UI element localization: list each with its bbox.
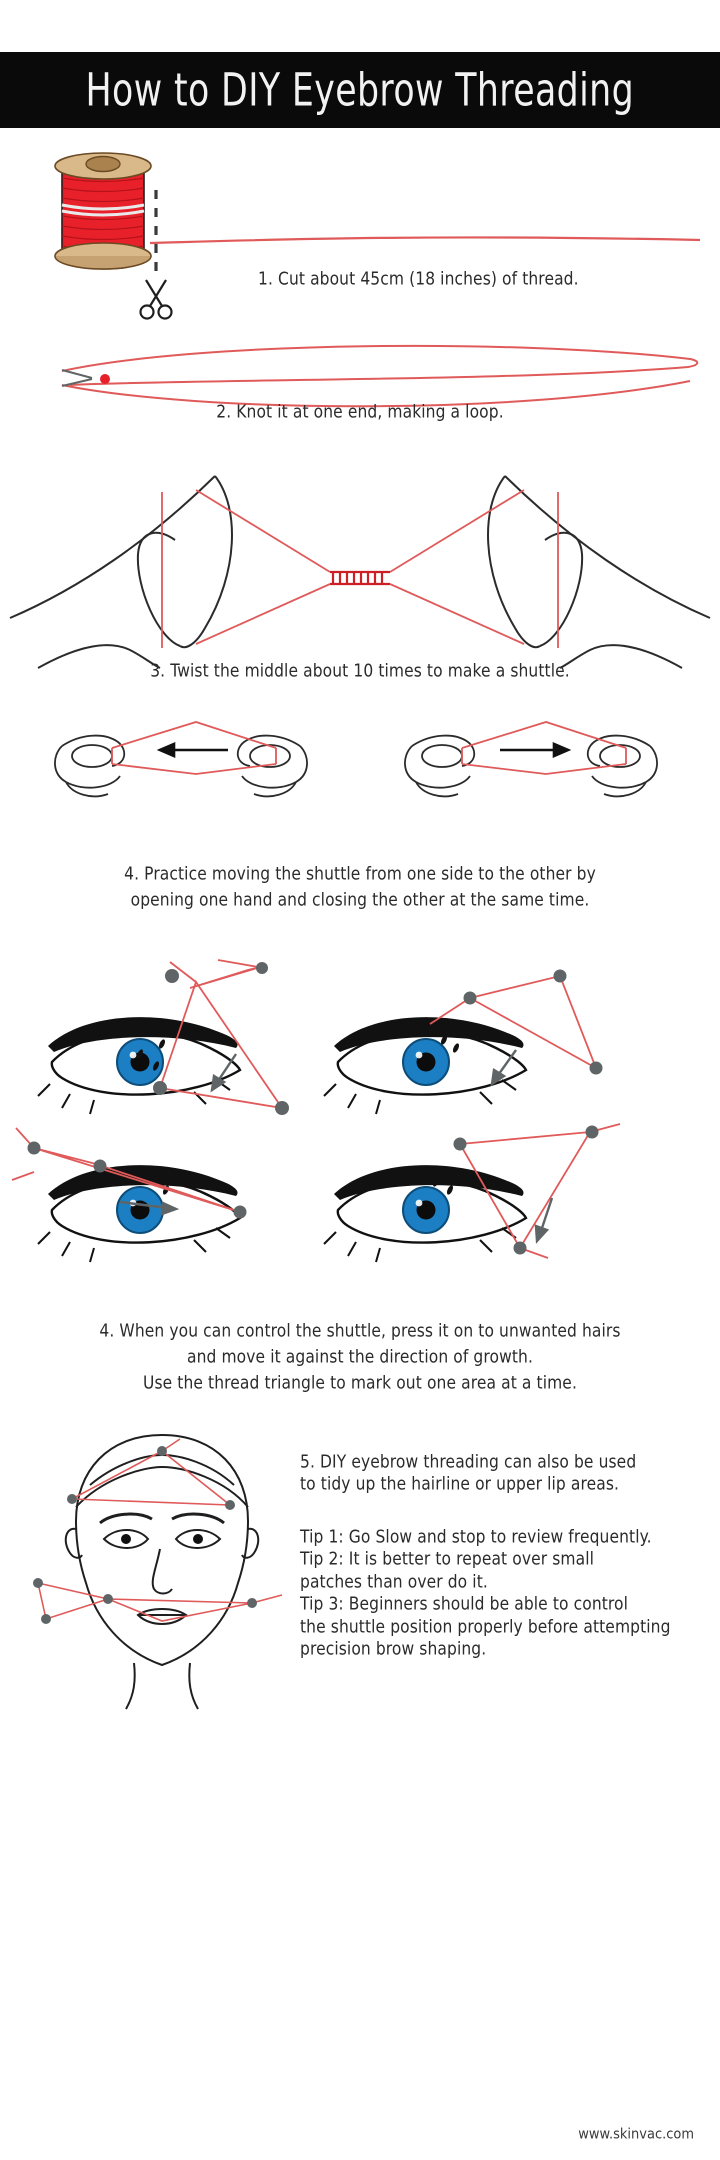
step-1-section: 1. Cut about 45cm (18 inches) of thread. [0, 128, 720, 323]
thread-tail-lower-icon [61, 378, 93, 387]
eye-bottom-left-icon [36, 1163, 242, 1264]
hands-shuttle-left-icon [54, 721, 308, 798]
footer-url[interactable]: www.skinvac.com [578, 2126, 694, 2143]
step-1-illustration [54, 152, 701, 320]
tip-2-line-2: patches than over do it. [300, 1571, 488, 1592]
triangle-nodes-bottom-left-icon [27, 1141, 247, 1219]
eye-bottom-right-icon [322, 1163, 528, 1264]
step-5b-line-1: 5. DIY eyebrow threading can also be use… [300, 1451, 637, 1473]
step-5-section: 4. When you can control the shuttle, pre… [0, 958, 720, 1423]
step-4-caption-line-1: 4. Practice moving the shuttle from one … [124, 863, 596, 885]
thread-loop-icon [61, 344, 699, 408]
right-hand-icon [487, 475, 711, 669]
step-3-caption: 3. Twist the middle about 10 times to ma… [150, 660, 570, 682]
face-thread-upperlip-icon [37, 1582, 283, 1622]
arrow-right-icon [500, 742, 572, 758]
thread-triangle-top-left-icon [158, 959, 284, 1110]
face-thread-hairline-icon [71, 1438, 233, 1506]
twisted-shuttle-icon [330, 570, 390, 586]
step-2-illustration [61, 344, 699, 408]
step-3-illustration [9, 475, 711, 669]
step-5b-line-2: to tidy up the hairline or upper lip are… [300, 1474, 620, 1495]
step-1-caption: 1. Cut about 45cm (18 inches) of thread. [258, 268, 579, 290]
hands-shuttle-right-icon [404, 721, 658, 798]
scissors-icon [139, 279, 173, 320]
face-thread-nodes-icon [33, 1446, 257, 1624]
triangle-nodes-top-right-icon [463, 969, 603, 1075]
final-section: 5. DIY eyebrow threading can also be use… [0, 1423, 720, 1723]
tip-2-line-1: Tip 2: It is better to repeat over small [300, 1549, 595, 1570]
step-2-section: 2. Knot it at one end, making a loop. [0, 323, 720, 468]
thread-tail-upper-icon [61, 369, 93, 379]
step-5-caption-line-2: and move it against the direction of gro… [186, 1346, 533, 1368]
tip-3-line-2: the shuttle position properly before att… [300, 1616, 671, 1637]
woman-face-illustration [33, 1433, 283, 1710]
title-banner: How to DIY Eyebrow Threading [0, 52, 720, 128]
thread-line-icon [149, 236, 701, 245]
final-text-block: 5. DIY eyebrow threading can also be use… [300, 1451, 700, 1661]
page-title: How to DIY Eyebrow Threading [85, 63, 635, 117]
left-hand-icon [9, 475, 233, 669]
direction-arrows-icon [119, 1049, 554, 1244]
top-white-gap [0, 0, 720, 52]
step-2-caption: 2. Knot it at one end, making a loop. [216, 401, 504, 423]
eye-top-right-icon [322, 1015, 528, 1116]
arrow-left-icon [156, 742, 228, 758]
thread-triangle-icon [161, 489, 559, 648]
thread-triangle-top-right-icon [429, 974, 598, 1071]
step-5-caption-line-3: Use the thread triangle to mark out one … [143, 1372, 577, 1394]
eyes-illustration [11, 959, 621, 1264]
step-3-section: 3. Twist the middle about 10 times to ma… [0, 468, 720, 708]
thread-spool-icon [54, 152, 152, 270]
eye-top-left-icon [36, 1015, 242, 1116]
tip-3-line-3: precision brow shaping. [300, 1639, 487, 1660]
triangle-nodes-bottom-right-icon [453, 1125, 599, 1255]
step-5-caption-line-1: 4. When you can control the shuttle, pre… [99, 1320, 621, 1342]
step-4-caption-line-2: opening one hand and closing the other a… [130, 889, 590, 911]
triangle-nodes-top-left-icon [153, 962, 289, 1115]
knot-dot-icon [100, 374, 110, 384]
step-4-section: 4. Practice moving the shuttle from one … [0, 708, 720, 958]
tip-1: Tip 1: Go Slow and stop to review freque… [300, 1526, 652, 1547]
step-4-illustration [54, 721, 658, 798]
tip-3-line-1: Tip 3: Beginners should be able to contr… [300, 1594, 629, 1615]
